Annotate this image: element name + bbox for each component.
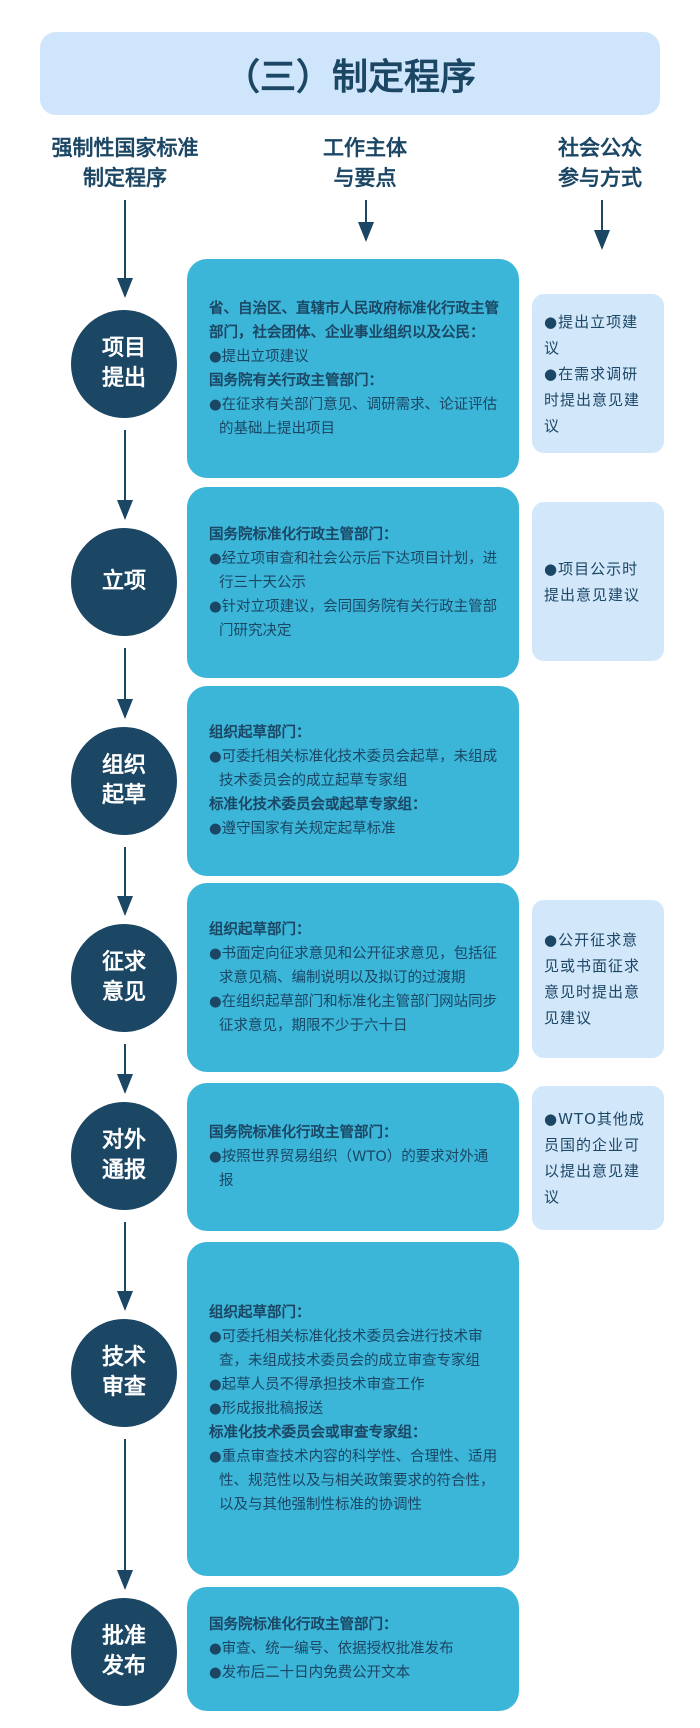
arrow-down-icon <box>117 200 133 298</box>
header-subject: 工作主体 与要点 <box>323 136 407 190</box>
step-name: 技术 审查 <box>101 1345 146 1400</box>
task-item: ●发布后二十日内免费公开文本 <box>209 1665 411 1681</box>
step-name: 项目 提出 <box>101 336 146 391</box>
public-participation-box: ●公开征求意见或书面征求意见时提出意见建议 <box>532 900 664 1058</box>
participation-item: ●项目公示时提出意见建议 <box>544 559 641 604</box>
task-item: ●可委托相关标准化技术委员会起草，未组成技术委员会的成立起草专家组 <box>209 749 498 789</box>
responsible-party: 组织起草部门： <box>209 725 311 741</box>
step-details-box: 组织起草部门： ●可委托相关标准化技术委员会进行技术审查，未组成技术委员会的成立审… <box>187 1242 519 1576</box>
header-public: 社会公众 参与方式 <box>558 136 642 190</box>
step-circle: 组织 起草 <box>71 727 177 835</box>
responsible-party: 标准化技术委员会或起草专家组： <box>209 797 427 813</box>
responsible-party: 组织起草部门： <box>209 1305 311 1321</box>
task-item: ●形成报批稿报送 <box>209 1401 324 1417</box>
arrow-down-icon <box>117 430 133 520</box>
responsible-party: 国务院有关行政主管部门： <box>209 372 383 389</box>
task-item: ●在组织起草部门和标准化主管部门网站同步征求意见，期限不少于六十日 <box>209 993 498 1034</box>
participation-item: ●提出立项建议 <box>544 312 639 357</box>
task-item: ●针对立项建议，会同国务院有关行政主管部门研究决定 <box>209 598 498 639</box>
arrow-down-icon <box>117 1439 133 1590</box>
responsible-party: 组织起草部门： <box>209 921 311 938</box>
step-name: 对外 通报 <box>101 1128 146 1183</box>
task-item: ●在征求有关部门意见、调研需求、论证评估的基础上提出项目 <box>209 396 498 437</box>
step-details-box: 国务院标准化行政主管部门： ●审查、统一编号、依据授权批准发布 ●发布后二十日内免费… <box>187 1587 519 1711</box>
page-title: （三）制定程序 <box>40 32 660 115</box>
step-details-box: 国务院标准化行政主管部门： ●按照世界贸易组织（WTO）的要求对外通报 <box>187 1083 519 1231</box>
task-item: ●书面定向征求意见和公开征求意见，包括征求意见稿、编制说明以及拟订的过渡期 <box>209 945 498 986</box>
task-item: ●遵守国家有关规定起草标准 <box>209 821 396 837</box>
arrow-down-icon <box>358 200 374 242</box>
responsible-party: 国务院标准化行政主管部门： <box>209 526 398 543</box>
participation-item: ●公开征求意见或书面征求意见时提出意见建议 <box>544 931 641 1027</box>
step-circle: 征求 意见 <box>71 924 177 1032</box>
responsible-party: 标准化技术委员会或审查专家组： <box>209 1425 427 1441</box>
public-participation-box: ●提出立项建议 ●在需求调研时提出意见建议 <box>532 294 664 453</box>
arrow-down-icon <box>117 648 133 719</box>
step-details-box: 组织起草部门： ●书面定向征求意见和公开征求意见，包括征求意见稿、编制说明以及拟订… <box>187 883 519 1072</box>
public-participation-box: ●WTO其他成员国的企业可以提出意见建议 <box>532 1086 664 1230</box>
step-name: 立项 <box>101 569 146 594</box>
step-name: 批准 发布 <box>101 1624 146 1679</box>
participation-item: ●WTO其他成员国的企业可以提出意见建议 <box>544 1110 645 1206</box>
step-details-box: 国务院标准化行政主管部门： ●经立项审查和社会公示后下达项目计划，进行三十天公示 ●… <box>187 487 519 678</box>
step-circle: 立项 <box>71 528 177 636</box>
responsible-party: 省、自治区、直辖市人民政府标准化行政主管部门，社会团体、企业事业组织以及公民： <box>209 300 499 341</box>
step-circle: 技术 审查 <box>71 1319 177 1427</box>
step-circle: 对外 通报 <box>71 1102 177 1210</box>
step-details-box: 省、自治区、直辖市人民政府标准化行政主管部门，社会团体、企业事业组织以及公民： ●… <box>187 259 519 478</box>
responsible-party: 国务院标准化行政主管部门： <box>209 1125 398 1141</box>
task-item: ●经立项审查和社会公示后下达项目计划，进行三十天公示 <box>209 550 498 591</box>
task-item: ●可委托相关标准化技术委员会进行技术审查，未组成技术委员会的成立审查专家组 <box>209 1329 483 1369</box>
step-name: 组织 起草 <box>101 753 146 808</box>
step-circle: 项目 提出 <box>71 310 177 418</box>
arrow-down-icon <box>117 847 133 916</box>
arrow-down-icon <box>117 1044 133 1094</box>
arrow-down-icon <box>117 1222 133 1311</box>
step-name: 征求 意见 <box>101 950 146 1005</box>
public-participation-box: ●项目公示时提出意见建议 <box>532 502 664 661</box>
step-details-box: 组织起草部门： ●可委托相关标准化技术委员会起草，未组成技术委员会的成立起草专家组… <box>187 686 519 876</box>
step-circle: 批准 发布 <box>71 1598 177 1706</box>
task-item: ●提出立项建议 <box>209 348 309 365</box>
task-item: ●起草人员不得承担技术审查工作 <box>209 1377 425 1393</box>
task-item: ●按照世界贸易组织（WTO）的要求对外通报 <box>209 1149 489 1189</box>
arrow-down-icon <box>594 200 610 250</box>
task-item: ●审查、统一编号、依据授权批准发布 <box>209 1641 454 1657</box>
task-item: ●重点审查技术内容的科学性、合理性、适用性、规范性以及与相关政策要求的符合性，以… <box>209 1449 498 1513</box>
header-procedure: 强制性国家标准 制定程序 <box>51 136 199 190</box>
participation-item: ●在需求调研时提出意见建议 <box>544 364 641 435</box>
responsible-party: 国务院标准化行政主管部门： <box>209 1617 398 1633</box>
